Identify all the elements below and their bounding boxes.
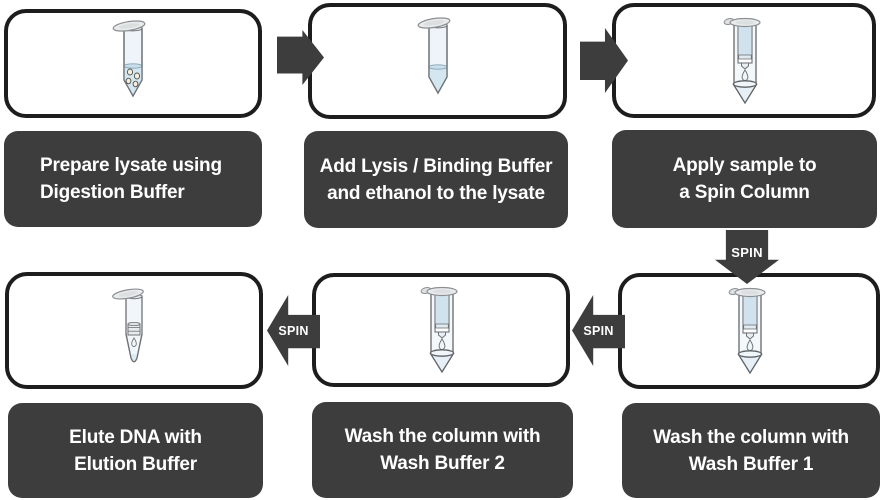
step-5-label-line-2: Wash Buffer 2: [380, 453, 505, 474]
step-4-label: Wash the column with Wash Buffer 1: [622, 403, 880, 498]
spin-label: SPIN: [583, 323, 614, 338]
microtube-with-lysate-particles-icon: [112, 19, 146, 97]
step-3-label: Apply sample to a Spin Column: [612, 130, 877, 228]
step-5-image-box: [312, 273, 570, 387]
step-2-image-box: [308, 3, 567, 119]
step-4-label-line-1: Wash the column with: [653, 426, 849, 448]
step-1-label-line-2: Digestion Buffer: [40, 182, 185, 203]
step-6-image-box: [5, 272, 263, 389]
step-1-image-box: [4, 9, 262, 118]
step-4-image-box: [618, 273, 880, 389]
spin-label: SPIN: [731, 245, 763, 260]
step-5-label-line-1: Wash the column with: [344, 426, 541, 447]
step-2-label: Add Lysis / Binding Buffer and ethanol t…: [304, 131, 568, 228]
spin-column-dripping-icon: [728, 287, 766, 375]
step-2-label-line-1: Add Lysis / Binding Buffer: [319, 155, 553, 177]
step-6-label-line-2: Elution Buffer: [74, 453, 197, 475]
step-6-label: Elute DNA with Elution Buffer: [8, 403, 263, 498]
spin-column-dripping-icon: [723, 17, 761, 104]
step-6-label-line-1: Elute DNA with: [69, 426, 202, 448]
spin-column-dripping-icon: [420, 286, 458, 374]
step-5-label: Wash the column with Wash Buffer 2: [312, 402, 573, 498]
step-4-label-line-2: Wash Buffer 1: [688, 453, 814, 475]
step-2-label-line-2: and ethanol to the lysate: [327, 182, 545, 204]
step-3-label-line-1: Apply sample to: [672, 155, 817, 176]
microtube-with-liquid-icon: [417, 17, 450, 95]
step-3-image-box: [612, 3, 876, 118]
step-1-label: Prepare lysate using Digestion Buffer: [4, 131, 262, 227]
elution-microtube-dripping-icon: [112, 287, 144, 362]
step-1-label-line-1: Prepare lysate using: [40, 155, 222, 176]
step-3-label-line-2: a Spin Column: [679, 182, 810, 203]
spin-label: SPIN: [278, 323, 309, 338]
